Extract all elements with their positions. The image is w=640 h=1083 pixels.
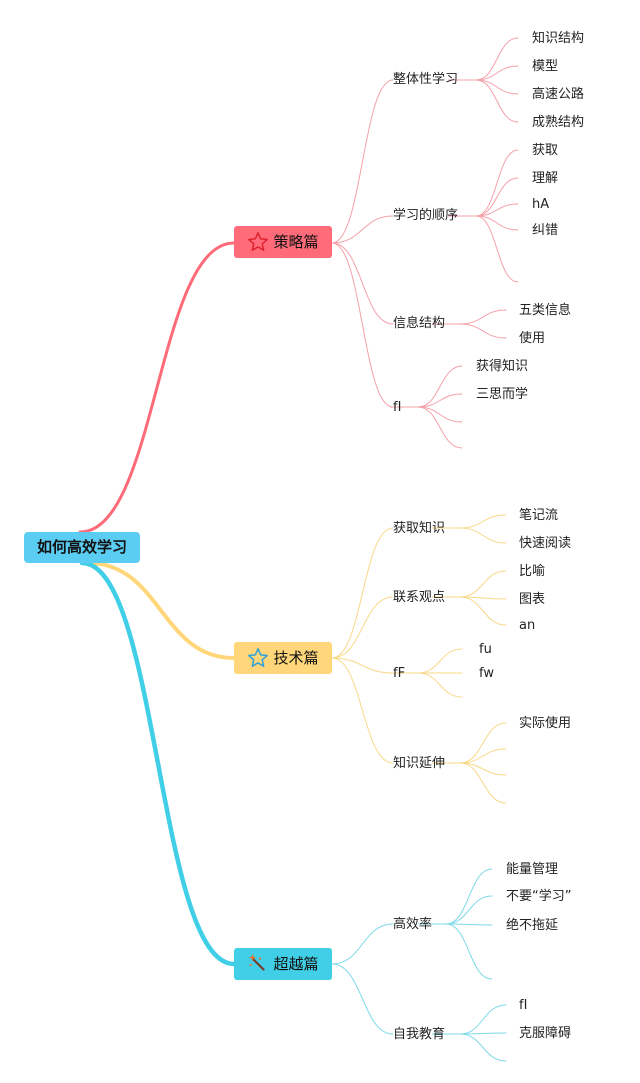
leaf-connector [445, 923, 493, 926]
leaf-connector [459, 527, 507, 544]
subtopic-node[interactable]: 不要“学习” [506, 889, 572, 904]
branch-node-strategy[interactable]: 策略篇 [234, 226, 332, 258]
leaf-connector [445, 895, 493, 925]
leaf-connector [459, 309, 507, 325]
root-connector [86, 561, 236, 660]
leaf-connector [459, 596, 507, 626]
subtopic-node[interactable]: 纠错 [532, 223, 559, 238]
branch-label: 超越篇 [273, 954, 319, 973]
subtopic-node[interactable]: 高速公路 [532, 87, 585, 102]
leaf-connector [475, 203, 519, 217]
leaf-connector [475, 215, 519, 283]
topic-node[interactable]: 整体性学习 [393, 72, 459, 87]
root-connector [79, 560, 237, 967]
subtopic-node[interactable]: 克服障碍 [519, 1026, 572, 1041]
leaf-connector [475, 79, 519, 95]
leaf-connector [459, 748, 507, 764]
branch-connector [331, 527, 394, 659]
branch-connector [331, 923, 394, 965]
leaf-connector [445, 868, 493, 925]
leaf-connector [459, 1033, 507, 1062]
leaf-connector [475, 37, 519, 81]
leaf-connector [417, 406, 463, 423]
subtopic-node[interactable]: an [519, 618, 536, 633]
subtopic-node[interactable]: 五类信息 [519, 303, 572, 318]
star-outline-icon [247, 231, 269, 253]
branch-connector [331, 215, 394, 244]
topic-node[interactable]: fI [393, 400, 402, 415]
branch-connector [331, 657, 394, 674]
subtopic-node[interactable]: 获得知识 [476, 359, 529, 374]
topic-node[interactable]: 信息结构 [393, 316, 446, 331]
subtopic-node[interactable]: 使用 [519, 331, 546, 346]
branch-node-technique[interactable]: 技术篇 [234, 642, 332, 674]
branch-label: 技术篇 [273, 648, 319, 667]
branch-connector [331, 596, 394, 659]
leaf-connector [417, 648, 463, 674]
subtopic-node[interactable]: 绝不拖延 [506, 918, 559, 933]
topic-node[interactable]: 联系观点 [393, 590, 446, 605]
subtopic-node[interactable]: 知识结构 [532, 31, 585, 46]
subtopic-node[interactable]: 实际使用 [519, 716, 572, 731]
subtopic-node[interactable]: 图表 [519, 592, 546, 607]
leaf-connector [445, 923, 493, 980]
subtopic-node[interactable]: hA [532, 197, 550, 212]
topic-node[interactable]: 自我教育 [393, 1027, 446, 1042]
subtopic-node[interactable]: 快速阅读 [519, 536, 572, 551]
leaf-connector [475, 79, 519, 123]
leaf-connector [475, 65, 519, 81]
subtopic-node[interactable]: fu [479, 642, 492, 657]
star-outline-icon [247, 647, 269, 669]
topic-node[interactable]: fF [393, 666, 406, 681]
topic-node[interactable]: 知识延伸 [393, 756, 446, 771]
subtopic-node[interactable]: fw [479, 666, 494, 681]
subtopic-node[interactable]: fI [519, 998, 528, 1013]
leaf-connector [475, 215, 519, 231]
leaf-connector [459, 1032, 507, 1035]
topic-node[interactable]: 获取知识 [393, 521, 446, 536]
branch-label: 策略篇 [273, 232, 319, 251]
branch-connector [331, 79, 394, 244]
leaf-connector [459, 1004, 507, 1035]
branch-connector [331, 242, 394, 325]
leaf-connector [475, 177, 519, 217]
leaf-connector [459, 570, 507, 598]
subtopic-node[interactable]: 能量管理 [506, 862, 559, 877]
leaf-connector [459, 514, 507, 529]
topic-node[interactable]: 学习的顺序 [393, 208, 459, 223]
branch-node-beyond[interactable]: 超越篇 [234, 948, 332, 980]
topic-node[interactable]: 高效率 [393, 917, 433, 932]
subtopic-node[interactable]: 三思而学 [476, 387, 529, 402]
subtopic-node[interactable]: 比喻 [519, 564, 546, 579]
subtopic-node[interactable]: 模型 [532, 59, 559, 74]
branch-connector [331, 963, 394, 1035]
branch-connector [331, 657, 394, 764]
subtopic-node[interactable]: 成熟结构 [532, 115, 585, 130]
subtopic-node[interactable]: 理解 [532, 171, 559, 186]
subtopic-node[interactable]: 获取 [532, 143, 559, 158]
leaf-connector [459, 722, 507, 764]
root-connector [78, 241, 236, 534]
leaf-connector [417, 365, 463, 408]
magic-wand-icon [247, 953, 269, 975]
leaf-connector [417, 393, 463, 408]
subtopic-node[interactable]: 笔记流 [519, 508, 559, 523]
branch-connector [331, 242, 394, 408]
leaf-connector [475, 149, 519, 217]
root-node[interactable]: 如何高效学习 [24, 532, 140, 563]
leaf-connector [417, 406, 463, 449]
leaf-connector [459, 323, 507, 339]
leaf-connector [417, 672, 463, 698]
leaf-connector [459, 762, 507, 804]
